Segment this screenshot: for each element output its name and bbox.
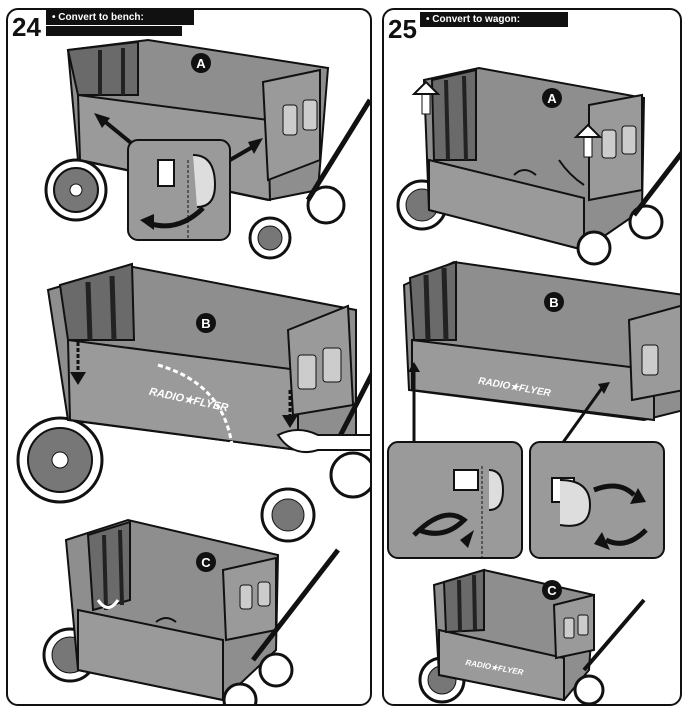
- wagon-figure-25c: RADIO★FLYER C: [418, 568, 646, 704]
- wagon-figure-24a: A: [44, 38, 370, 260]
- step-24-title: • Convert to bench:: [46, 10, 194, 25]
- step-24-illustration: A RADIO★FL: [16, 38, 370, 704]
- step-25-number: 25: [388, 14, 417, 44]
- wagon-figure-24c: C: [42, 518, 340, 704]
- wagon-figure-25b: RADIO★FLYER B: [387, 260, 680, 559]
- figure-label-25a: A: [547, 91, 557, 106]
- step-24-title-bar: [46, 26, 182, 36]
- figure-label-24c: C: [201, 555, 211, 570]
- figure-label-25b: B: [549, 295, 558, 310]
- wagon-figure-24b: RADIO★FLYER B: [16, 262, 370, 543]
- figure-label-24a: A: [196, 56, 206, 71]
- step-25-title: • Convert to wagon:: [420, 12, 568, 27]
- wagon-figure-25a: A: [396, 66, 680, 266]
- figure-label-25c: C: [547, 583, 557, 598]
- step-25-illustration: A RADIO★FLYER B: [387, 66, 680, 704]
- step-24-number: 24: [12, 12, 41, 42]
- step-25-panel: 25 • Convert to wagon: A: [382, 8, 682, 706]
- figure-label-24b: B: [201, 316, 210, 331]
- step-24-panel: 24 • Convert to bench: A: [6, 8, 372, 706]
